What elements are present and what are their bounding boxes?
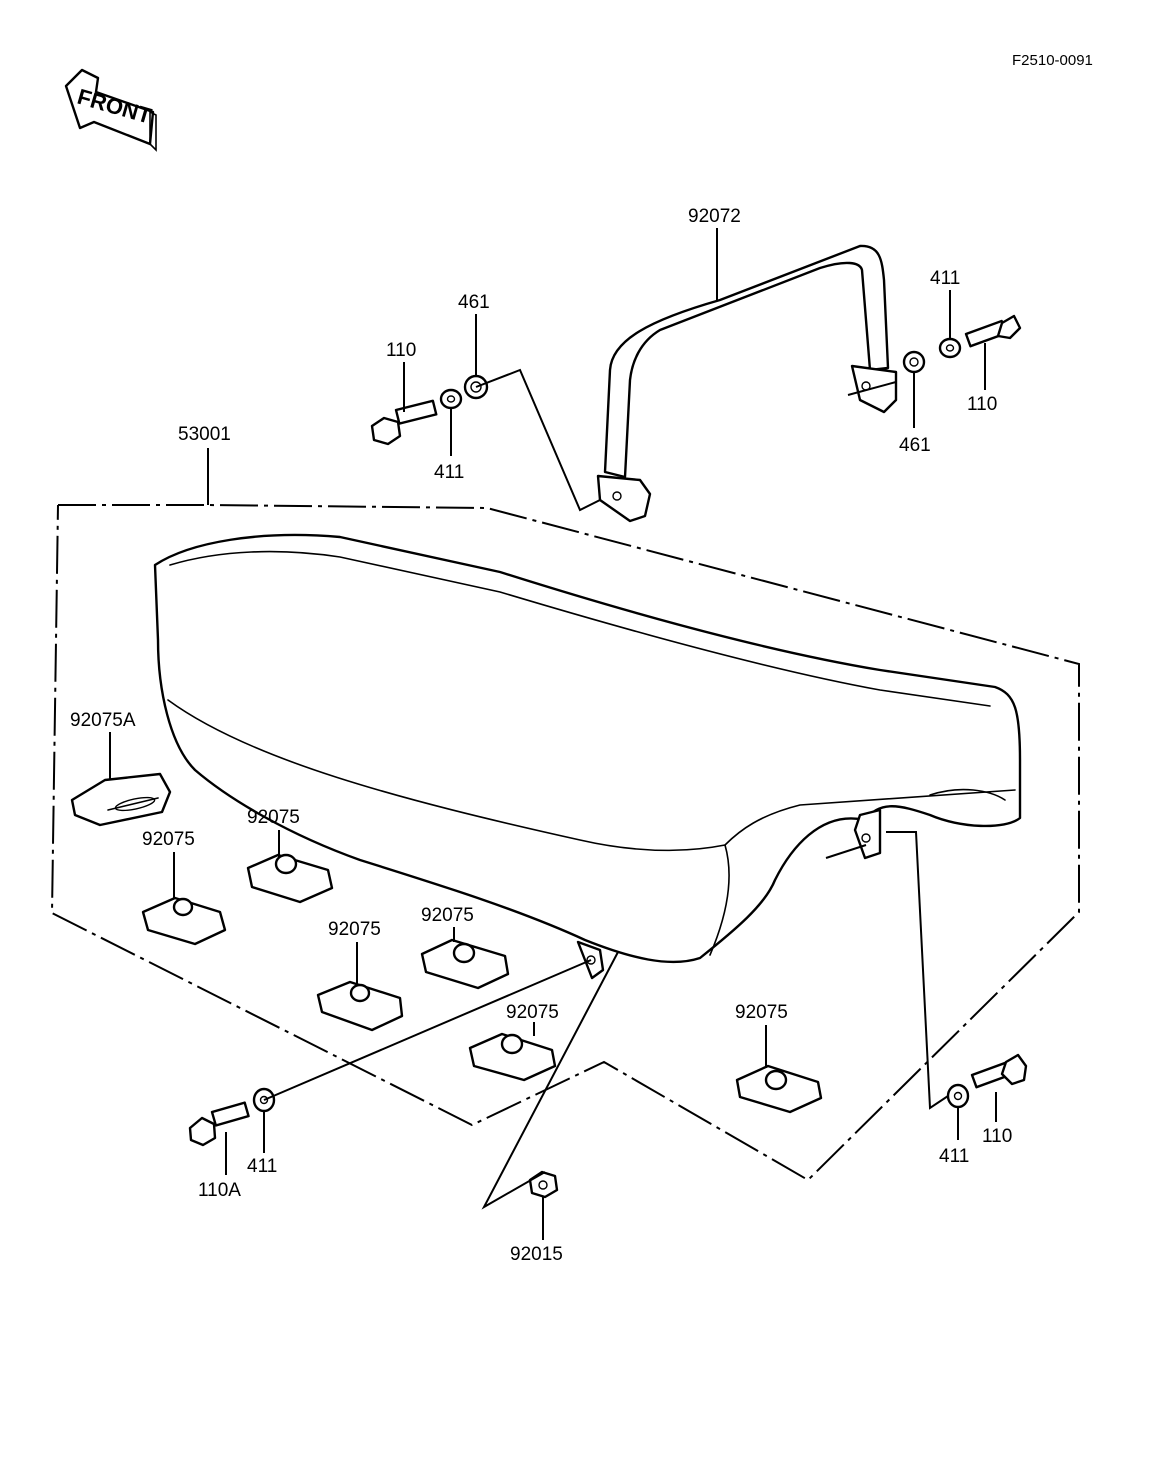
- damper-92075-5: [468, 1032, 557, 1082]
- label-92075-2: 92075: [247, 807, 300, 828]
- damper-92075-6: [735, 1064, 823, 1114]
- label-110-left: 110: [386, 340, 416, 361]
- seat-53001: [153, 533, 1022, 980]
- grab-strap-92072: [596, 244, 898, 523]
- bolt-110-right-top: [964, 314, 1022, 348]
- diagram-code: F2510-0091: [1012, 52, 1093, 69]
- label-461-right: 461: [899, 435, 931, 456]
- bolt-110a: [188, 1101, 250, 1147]
- leader-lines: [109, 228, 997, 1240]
- label-110-bottom-right: 110: [982, 1126, 1012, 1147]
- damper-92075-1: [141, 896, 227, 946]
- damper-92075-4: [420, 938, 510, 990]
- label-92075-4: 92075: [421, 905, 474, 926]
- damper-92075-2: [246, 853, 334, 904]
- label-92075-3: 92075: [328, 919, 381, 940]
- washer-411-bottom-right: [946, 1083, 970, 1109]
- label-110-right-top: 110: [967, 394, 997, 415]
- bolt-110-left: [370, 399, 438, 446]
- damper-92075a: [70, 772, 172, 827]
- label-411-bottom-right: 411: [939, 1146, 969, 1167]
- label-411-right-top: 411: [930, 268, 960, 289]
- nut-92015: [528, 1170, 559, 1199]
- label-92075-5: 92075: [506, 1002, 559, 1023]
- assembly-outline: [50, 504, 1080, 1182]
- washer-411-right-top: [938, 337, 962, 359]
- label-92075-1: 92075: [142, 829, 195, 850]
- damper-92075-3: [316, 980, 404, 1032]
- label-92075a: 92075A: [70, 710, 136, 731]
- label-92015: 92015: [510, 1244, 563, 1265]
- washer-411-left: [439, 388, 463, 410]
- washer-461-right: [902, 350, 926, 374]
- label-53001: 53001: [178, 424, 231, 445]
- label-411-left: 411: [434, 462, 464, 483]
- label-461-left: 461: [458, 292, 490, 313]
- bolt-110-bottom-right: [970, 1053, 1028, 1089]
- front-arrow-icon: FRONT: [64, 68, 157, 152]
- label-411-bottom-left: 411: [247, 1156, 277, 1177]
- label-92075-6: 92075: [735, 1002, 788, 1023]
- label-92072: 92072: [688, 206, 741, 227]
- label-110a: 110A: [198, 1180, 241, 1201]
